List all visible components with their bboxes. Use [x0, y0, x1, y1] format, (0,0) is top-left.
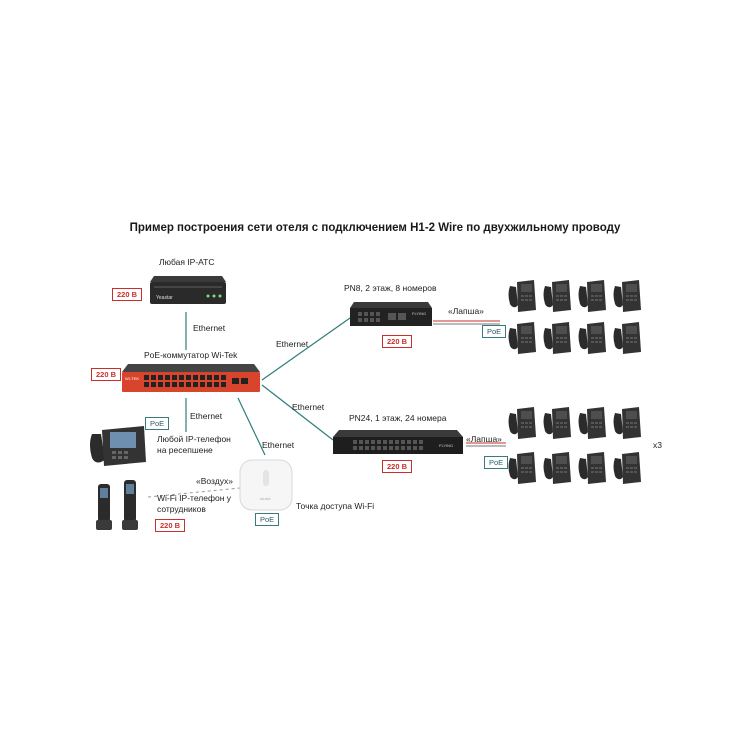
- hotel-phone: [508, 407, 536, 439]
- link-switch-pn24: [261, 384, 334, 441]
- ethernet-label-2: Ethernet: [276, 339, 309, 349]
- hotel-phone: [613, 407, 641, 439]
- ipatc-label: Любая IP-АТС: [159, 257, 215, 267]
- ap-poe-badge: PoE: [255, 513, 280, 526]
- ipatc-voltage-badge: 220 В: [112, 288, 143, 301]
- ethernet-label-3: Ethernet: [292, 402, 325, 412]
- desk-ip-phone: [88, 424, 148, 470]
- pn8-brand: FLYING: [412, 311, 426, 316]
- hotel-phone: [578, 322, 606, 354]
- lapsha-label-2: «Лапша»: [466, 434, 502, 444]
- ethernet-label-4: Ethernet: [190, 411, 223, 421]
- ethernet-label-1: Ethernet: [193, 323, 226, 333]
- switch-label: PoE-коммутатор Wi-Tek: [144, 350, 238, 360]
- lapsha-label-1: «Лапша»: [448, 306, 484, 316]
- pn24-voltage-badge: 220 В: [382, 460, 413, 473]
- hotel-phone: [543, 407, 571, 439]
- pn24-brand: FLYING: [439, 443, 453, 448]
- ipatc-brand: Yeastar: [156, 295, 173, 301]
- hotel-phone: [613, 452, 641, 484]
- hotel-phone: [578, 452, 606, 484]
- desk-phone-label: Любой IP-телефон на ресепшене: [157, 434, 231, 455]
- svg-text:wi-tek: wi-tek: [260, 496, 270, 501]
- switch-voltage-badge: 220 В: [91, 368, 122, 381]
- pn24-label: PN24, 1 этаж, 24 номера: [349, 413, 447, 423]
- link-switch-pn8: [261, 317, 351, 381]
- hotel-phone: [613, 280, 641, 312]
- ethernet-label-5: Ethernet: [262, 440, 295, 450]
- wifi-phones: [92, 480, 148, 532]
- pn8-poe-badge: PoE: [482, 325, 507, 338]
- hotel-phone: [613, 322, 641, 354]
- wifi-phone-label: Wi-Fi IP-телефон у сотрудников: [157, 493, 232, 514]
- hotel-phone: [543, 280, 571, 312]
- diagram-title: Пример построения сети отеля с подключен…: [129, 222, 621, 234]
- hotel-phone: [543, 452, 571, 484]
- link-switch-ap: [237, 397, 266, 456]
- multiplier-label: x3: [653, 440, 662, 450]
- ipatc-device: Yeastar: [148, 272, 228, 310]
- wifi-access-point: wi-tek: [238, 458, 294, 512]
- air-label: «Воздух»: [196, 476, 233, 486]
- pn24-poe-badge: PoE: [484, 456, 509, 469]
- wifi-phone-voltage-badge: 220 В: [155, 519, 186, 532]
- access-point-label: Точка доступа Wi-Fi: [296, 501, 375, 511]
- hotel-phone: [578, 280, 606, 312]
- hotel-phone: [508, 452, 536, 484]
- hotel-phone: [508, 280, 536, 312]
- poe-switch-device: WI-TEK: [120, 362, 262, 398]
- hotel-phone: [578, 407, 606, 439]
- pn8-voltage-badge: 220 В: [382, 335, 413, 348]
- hotel-phone: [543, 322, 571, 354]
- pn8-device: FLYING: [348, 300, 434, 330]
- desk-phone-poe-badge: PoE: [145, 417, 170, 430]
- hotel-phone: [508, 322, 536, 354]
- switch-brand: WI-TEK: [125, 376, 139, 381]
- pn24-device: FLYING: [331, 428, 465, 458]
- pn8-label: PN8, 2 этаж, 8 номеров: [344, 283, 437, 293]
